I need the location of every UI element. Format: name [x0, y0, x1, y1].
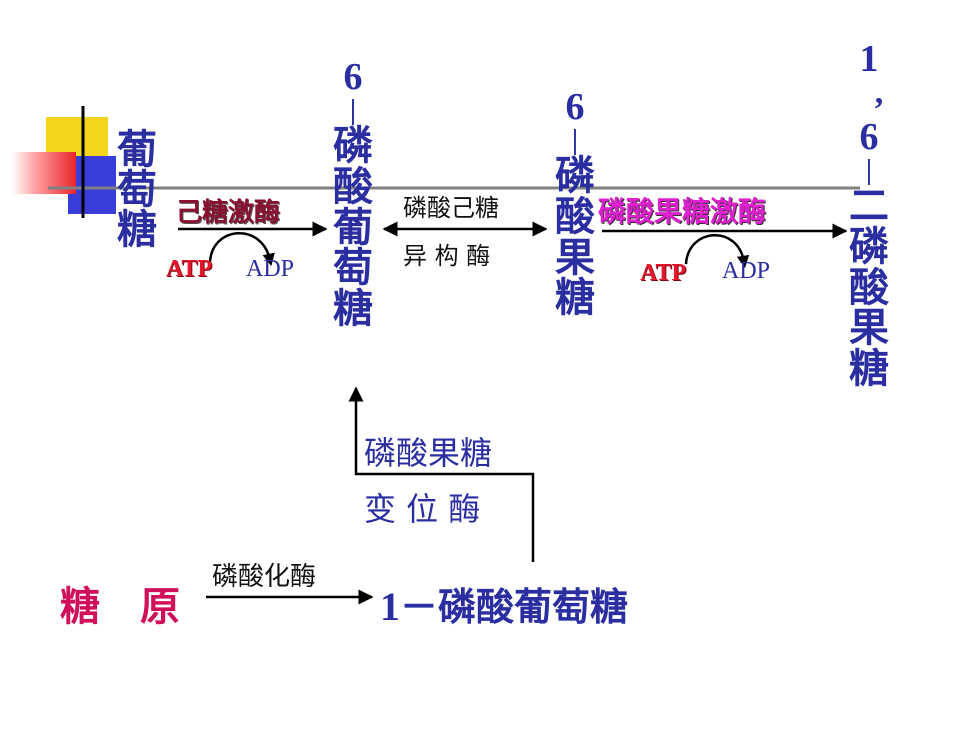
atp-label-2: ATP: [640, 260, 687, 286]
g1p-name: －磷酸葡萄糖: [400, 585, 629, 629]
isomerase-label-2: 异 构 酶: [403, 242, 491, 270]
g6p-name: 磷酸葡萄糖: [333, 126, 373, 330]
glucose-char: 糖: [117, 207, 157, 253]
fbp-char: 糖: [849, 346, 889, 393]
f6p-char: 果: [555, 234, 595, 281]
g6p-label: 6 | 磷酸葡萄糖: [330, 58, 376, 330]
phosphorylase-label: 磷酸化酶: [212, 562, 317, 592]
f6p-char: 磷: [555, 153, 595, 199]
g1p-number: 1: [380, 584, 400, 629]
f6p-char: 酸: [555, 193, 595, 240]
isomerase-label-1: 磷酸己糖: [403, 194, 499, 222]
f6p-char: 糖: [555, 275, 595, 322]
g6p-number: 6: [343, 56, 363, 98]
glucose-label: 葡萄糖: [114, 130, 160, 250]
adp-label-2: ADP: [722, 258, 771, 284]
fbp-char: 酸: [849, 264, 889, 311]
fbp-comma: ,: [874, 74, 884, 111]
f6p-dash: |: [571, 125, 579, 156]
hexokinase-label: 己糖激酶: [176, 198, 281, 228]
fbp-char: 磷: [849, 223, 889, 270]
g6p-char: 酸: [333, 163, 373, 210]
g6p-char: 萄: [333, 245, 373, 292]
g6p-char: 葡: [333, 204, 373, 251]
fbp-char: 二: [849, 183, 889, 229]
fbp-number-2: 6: [859, 116, 879, 158]
f6p-label: 6 | 磷酸果糖: [552, 88, 598, 319]
fbp-label: 1 , 6 | 二磷酸果糖: [846, 40, 892, 390]
decor-blue-square: [68, 156, 116, 214]
f6p-number: 6: [565, 86, 585, 128]
glycogen-label: 糖 原: [60, 584, 180, 630]
g1p-label: 1－磷酸葡萄糖: [380, 576, 628, 631]
f6p-name: 磷酸果糖: [555, 156, 595, 319]
g6p-dash: |: [349, 95, 357, 126]
fbp-name: 二磷酸果糖: [849, 186, 889, 390]
curved-arrow-atp-adp-1: [208, 232, 275, 267]
mutase-label-1: 磷酸果糖: [364, 434, 493, 472]
arrow-mutase: [348, 386, 535, 562]
glucose-char: 萄: [117, 167, 157, 213]
fbp-number-1: 1: [859, 38, 879, 80]
curved-arrow-atp-adp-2: [684, 234, 750, 269]
mutase-label-2: 变 位 酶: [364, 490, 481, 528]
fbp-char: 果: [849, 305, 889, 352]
fbp-dash: |: [865, 155, 873, 186]
atp-label-1: ATP: [166, 256, 213, 282]
g6p-char: 磷: [333, 123, 373, 169]
adp-label-1: ADP: [246, 256, 295, 282]
g6p-char: 糖: [333, 286, 373, 333]
glucose-char: 葡: [117, 127, 157, 173]
pfk-label: 磷酸果糖激酶: [598, 195, 767, 228]
